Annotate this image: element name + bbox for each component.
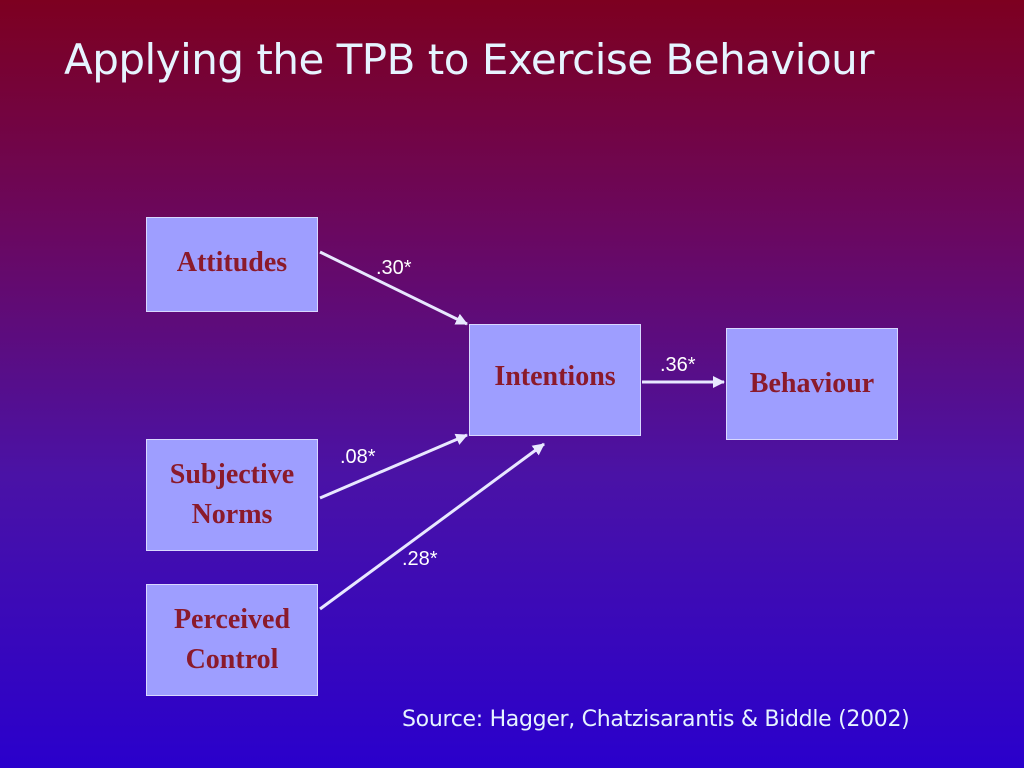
node-subjective-norms: Subjective Norms: [146, 439, 318, 551]
node-perceived-control: Perceived Control: [146, 584, 318, 696]
node-subjective-norms-label-line1: Subjective: [169, 459, 295, 490]
node-perceived-control-label-line2: Control: [185, 644, 279, 675]
node-intentions: Intentions: [469, 324, 641, 436]
slide-title: Applying the TPB to Exercise Behaviour: [64, 35, 875, 84]
node-behaviour: Behaviour: [726, 328, 898, 440]
source-citation: Source: Hagger, Chatzisarantis & Biddle …: [402, 707, 910, 732]
coefficient-subjective-norms: .08*: [340, 446, 376, 468]
node-subjective-norms-label-line2: Norms: [191, 499, 273, 530]
arrow-control-to-intentions: [319, 442, 545, 611]
coefficient-perceived-control: .28*: [402, 548, 438, 570]
coefficient-attitudes: .30*: [376, 257, 412, 279]
coefficient-intentions: .36*: [660, 354, 696, 376]
node-attitudes: Attitudes: [146, 217, 318, 312]
arrow-attitudes-to-intentions: [319, 250, 468, 326]
arrow-norms-to-intentions: [319, 433, 468, 500]
node-perceived-control-label-line1: Perceived: [173, 604, 291, 635]
node-behaviour-label: Behaviour: [749, 368, 875, 399]
node-intentions-label: Intentions: [494, 361, 616, 392]
node-attitudes-label: Attitudes: [176, 246, 288, 278]
